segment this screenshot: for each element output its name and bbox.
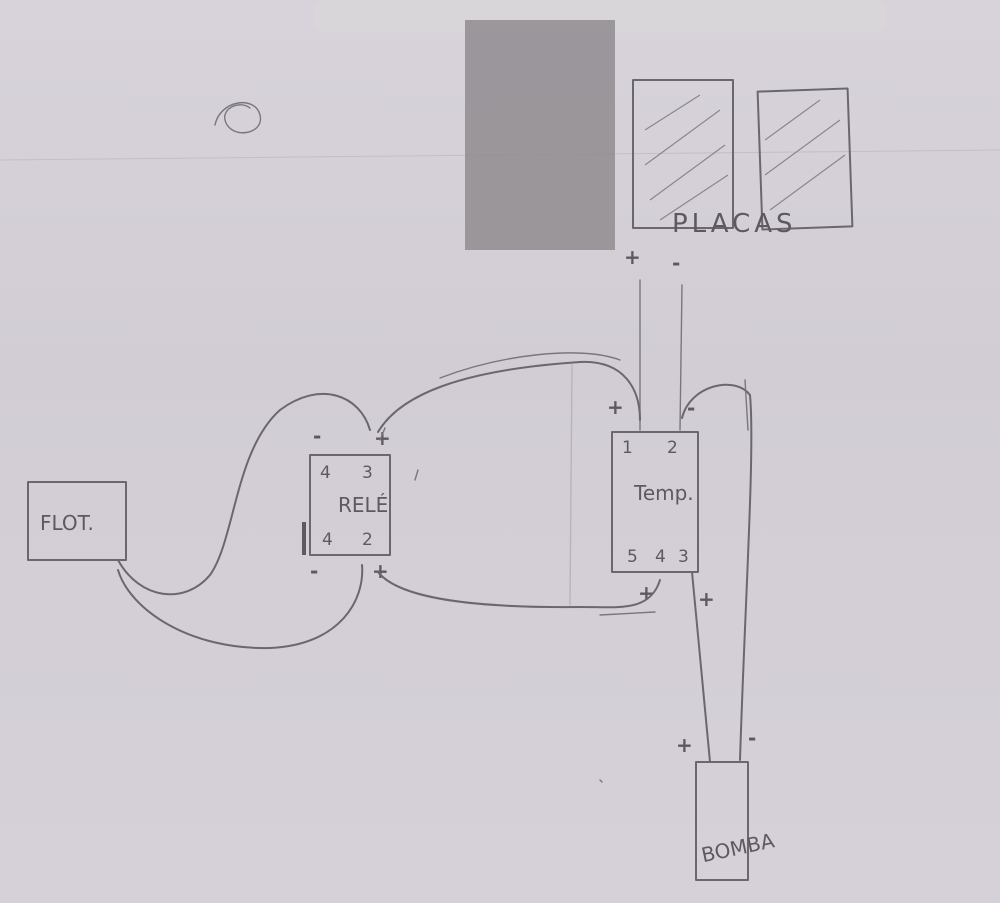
temp-pin-2: 2: [667, 438, 678, 458]
placas-panels: [632, 79, 854, 231]
wire-temp-bomba-minus: [681, 383, 753, 761]
wire-temp-bomba-plus: [691, 571, 711, 763]
temp-pin-1: 1: [622, 438, 633, 458]
rele-box: [309, 454, 391, 556]
temp-pin-5: 5: [627, 547, 638, 567]
wire-temp-minus-tick: [744, 379, 749, 431]
bomba-plus-sign: +: [676, 733, 693, 757]
rele-pin-bl: 4: [322, 530, 333, 550]
temp-label: Temp.: [633, 481, 694, 505]
wire-placas-minus: [679, 284, 683, 431]
placas-label: PLACAS: [672, 209, 797, 239]
placas-minus-sign: -: [672, 251, 680, 275]
redaction-top: [315, 0, 885, 32]
bomba-box: [695, 761, 749, 881]
rele-pin-tr: 3: [362, 463, 373, 483]
rele-plus-bottom: +: [372, 559, 389, 583]
wire-flot-rele-top: [117, 393, 371, 596]
tick-1: [379, 427, 386, 441]
temp-plus-bottom-right: +: [698, 587, 715, 611]
rele-pin-br: 2: [362, 530, 373, 550]
rele-plus-top: +: [374, 426, 391, 450]
temp-plus-bottom-left: +: [638, 581, 655, 605]
temp-minus-top: -: [687, 396, 695, 420]
wire-rele-temp-bottom: [377, 571, 661, 609]
temp-box: [611, 431, 699, 573]
temp-pin-4: 4: [655, 547, 666, 567]
rele-pin-tl: 4: [320, 463, 331, 483]
panel-right: [756, 87, 854, 231]
tick-2: [414, 469, 419, 481]
temp-plus-top: +: [607, 395, 624, 419]
flot-label: FLOT.: [40, 511, 94, 535]
wire-rele-temp-bottom-2: [599, 611, 656, 616]
temp-pin-3: 3: [678, 547, 689, 567]
bomba-label: BOMBA: [699, 828, 776, 867]
wire-rele-temp-top: [377, 360, 641, 433]
flot-box: [27, 481, 127, 561]
rele-minus-top: -: [313, 424, 321, 448]
wire-flot-rele-bottom: [117, 564, 364, 650]
panel-left: [632, 79, 734, 229]
redaction-block: [465, 20, 615, 250]
guide-line: [569, 364, 573, 606]
scribble: [214, 101, 261, 134]
placas-plus-sign: +: [624, 245, 641, 269]
dot-mark: [599, 779, 603, 783]
bomba-minus-sign: -: [748, 726, 756, 750]
rele-minus-bottom: -: [310, 559, 318, 583]
wire-rele-temp-top-2: [439, 352, 621, 379]
rele-label: RELÉ: [338, 493, 388, 517]
